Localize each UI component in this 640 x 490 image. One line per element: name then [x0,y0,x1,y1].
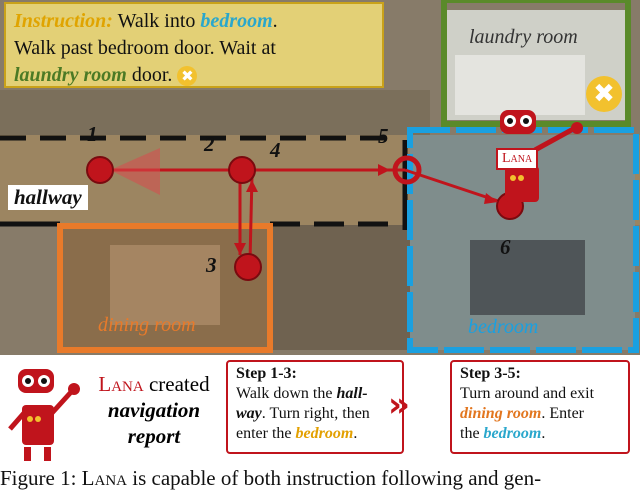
agent-name-tag: Lana [496,148,539,170]
instruction-line-2: Walk past bedroom door. Wait at [14,37,276,59]
report-navigation: navigation [107,398,201,422]
step-box-2-text-3: the [460,425,480,442]
step-box-1-text-1: Walk down the [236,385,333,402]
caption-prefix: Figure 1: [0,466,77,490]
report-lana: Lana [98,372,144,396]
step-box-1-text-2: . Turn right, then [261,405,370,422]
step-number-2: 2 [204,132,215,156]
instruction-bedroom: bedroom [200,10,273,32]
instruction-laundry: laundry room [14,64,127,86]
bedroom-bed [470,240,585,315]
step-box-1-title: Step 1-3: [236,365,297,382]
step-box-1-line-3: enter the bedroom. [236,424,394,444]
step-box-1-text-4: . [353,425,358,442]
arrow-4-5 [378,164,390,176]
arrow-5-6 [484,193,498,204]
dining-room-outline [57,223,273,353]
step-box-1-line-1: Walk down the hall- [236,384,394,404]
step-number-6: 6 [500,235,511,259]
bedroom-label: bedroom [468,316,539,338]
instruction-text-3: door. [131,64,173,86]
step-box-2-line-2: dining room. Enter [460,404,620,424]
view-cone [110,148,160,195]
step-number-4: 4 [270,138,281,162]
caption-lana: Lana [81,466,127,490]
report-strip: Lana created navigation report Step 1-3:… [0,355,640,490]
arrow-2-3 [234,243,246,255]
step-box-1-hallway-1: hall- [336,385,368,402]
chevron-right-icon: » [388,385,410,425]
instruction-label: Instruction: [14,10,113,32]
step-number-3: 3 [206,253,217,277]
living-area [270,225,410,350]
step-box-2-line-1: Turn around and exit [460,385,595,402]
dining-table [110,245,220,325]
instruction-text-2: . [272,10,278,32]
step-box-1: Step 1-3: Walk down the hall- way. Turn … [226,360,404,454]
laundry-room-label: laundry room [469,26,578,48]
step-box-2-line-3: the bedroom. [460,424,620,444]
step-box-2-title: Step 3-5: [460,365,521,382]
floor-map: Instruction: Walk into bedroom. Walk pas… [0,0,640,355]
step-box-2-dining-room: dining room [460,405,542,422]
step-box-1-hallway-2: way [236,405,262,422]
caption-text: is capable of both instruction following… [132,466,542,490]
waypoints [86,155,524,281]
report-created: created [148,372,210,396]
walls [0,135,408,230]
report-report: report [127,424,181,448]
step-box-1-bedroom: bedroom [295,425,354,442]
hallway-label: hallway [8,185,88,210]
laundry-counter [455,55,585,115]
robot-agent [500,110,583,202]
instruction-box: Instruction: Walk into bedroom. Walk pas… [4,2,384,88]
robot-icon [8,369,80,461]
cross-icon: ✖ [177,66,198,87]
step-box-2-bedroom: bedroom [483,425,542,442]
step-box-2: Step 3-5: Turn around and exit dining ro… [450,360,630,454]
step-number-1: 1 [87,122,98,146]
top-left-room [0,90,430,135]
step-box-1-text-3: enter the [236,425,292,442]
report-caption: Lana created navigation report [86,371,222,449]
step-box-1-line-2: way. Turn right, then [236,404,394,424]
arrow-3-4 [246,180,258,192]
step-box-2-text-4: . [541,425,546,442]
figure-caption: Figure 1: Lana is capable of both instru… [0,466,640,490]
step-box-2-text-2: . Enter [541,405,585,422]
failure-cross-icon: ✖ [586,76,622,112]
instruction-text-1: Walk into [117,10,196,32]
dining-room-label: dining room [98,314,196,336]
step-number-5: 5 [378,124,389,148]
